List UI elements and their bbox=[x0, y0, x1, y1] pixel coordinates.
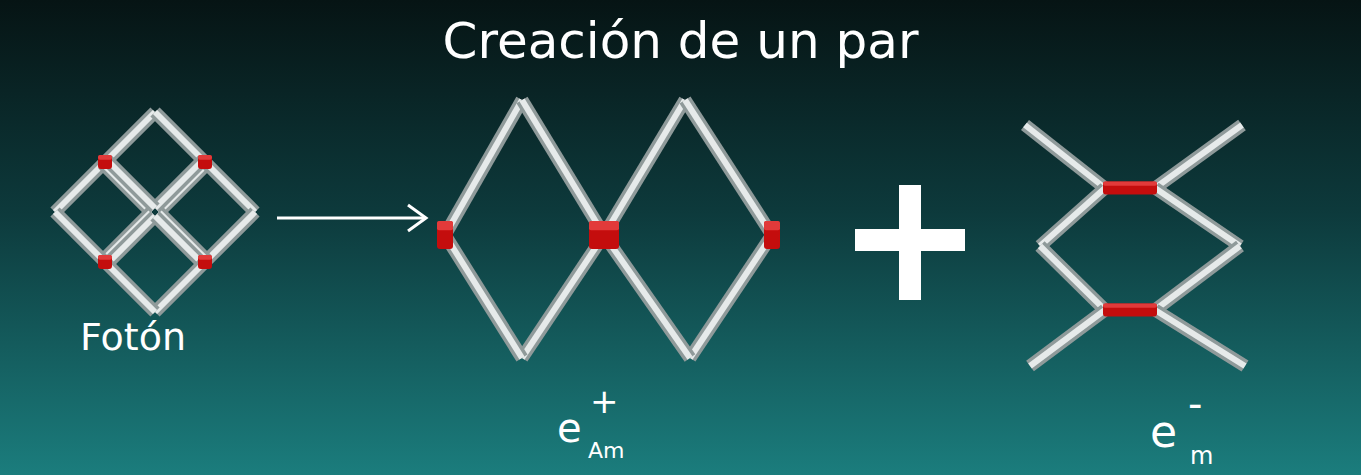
particle-label: e bbox=[557, 408, 582, 448]
particle-node: Fotón bbox=[40, 90, 275, 365]
particle-label: e bbox=[1150, 410, 1177, 454]
plus-bar bbox=[899, 185, 921, 300]
particle-index: Am bbox=[588, 440, 624, 462]
diagram-title: Creación de un par bbox=[0, 14, 1361, 69]
particle-node: e+ Am bbox=[430, 88, 790, 470]
particle-index: m bbox=[1190, 444, 1213, 468]
reaction-arrow bbox=[277, 205, 426, 231]
particle-index: + bbox=[590, 384, 619, 418]
particle-index: - bbox=[1188, 384, 1202, 424]
particle-node: e- m bbox=[1008, 108, 1260, 470]
electron-figure bbox=[1008, 108, 1260, 470]
particle-label: Fotón bbox=[80, 318, 186, 356]
